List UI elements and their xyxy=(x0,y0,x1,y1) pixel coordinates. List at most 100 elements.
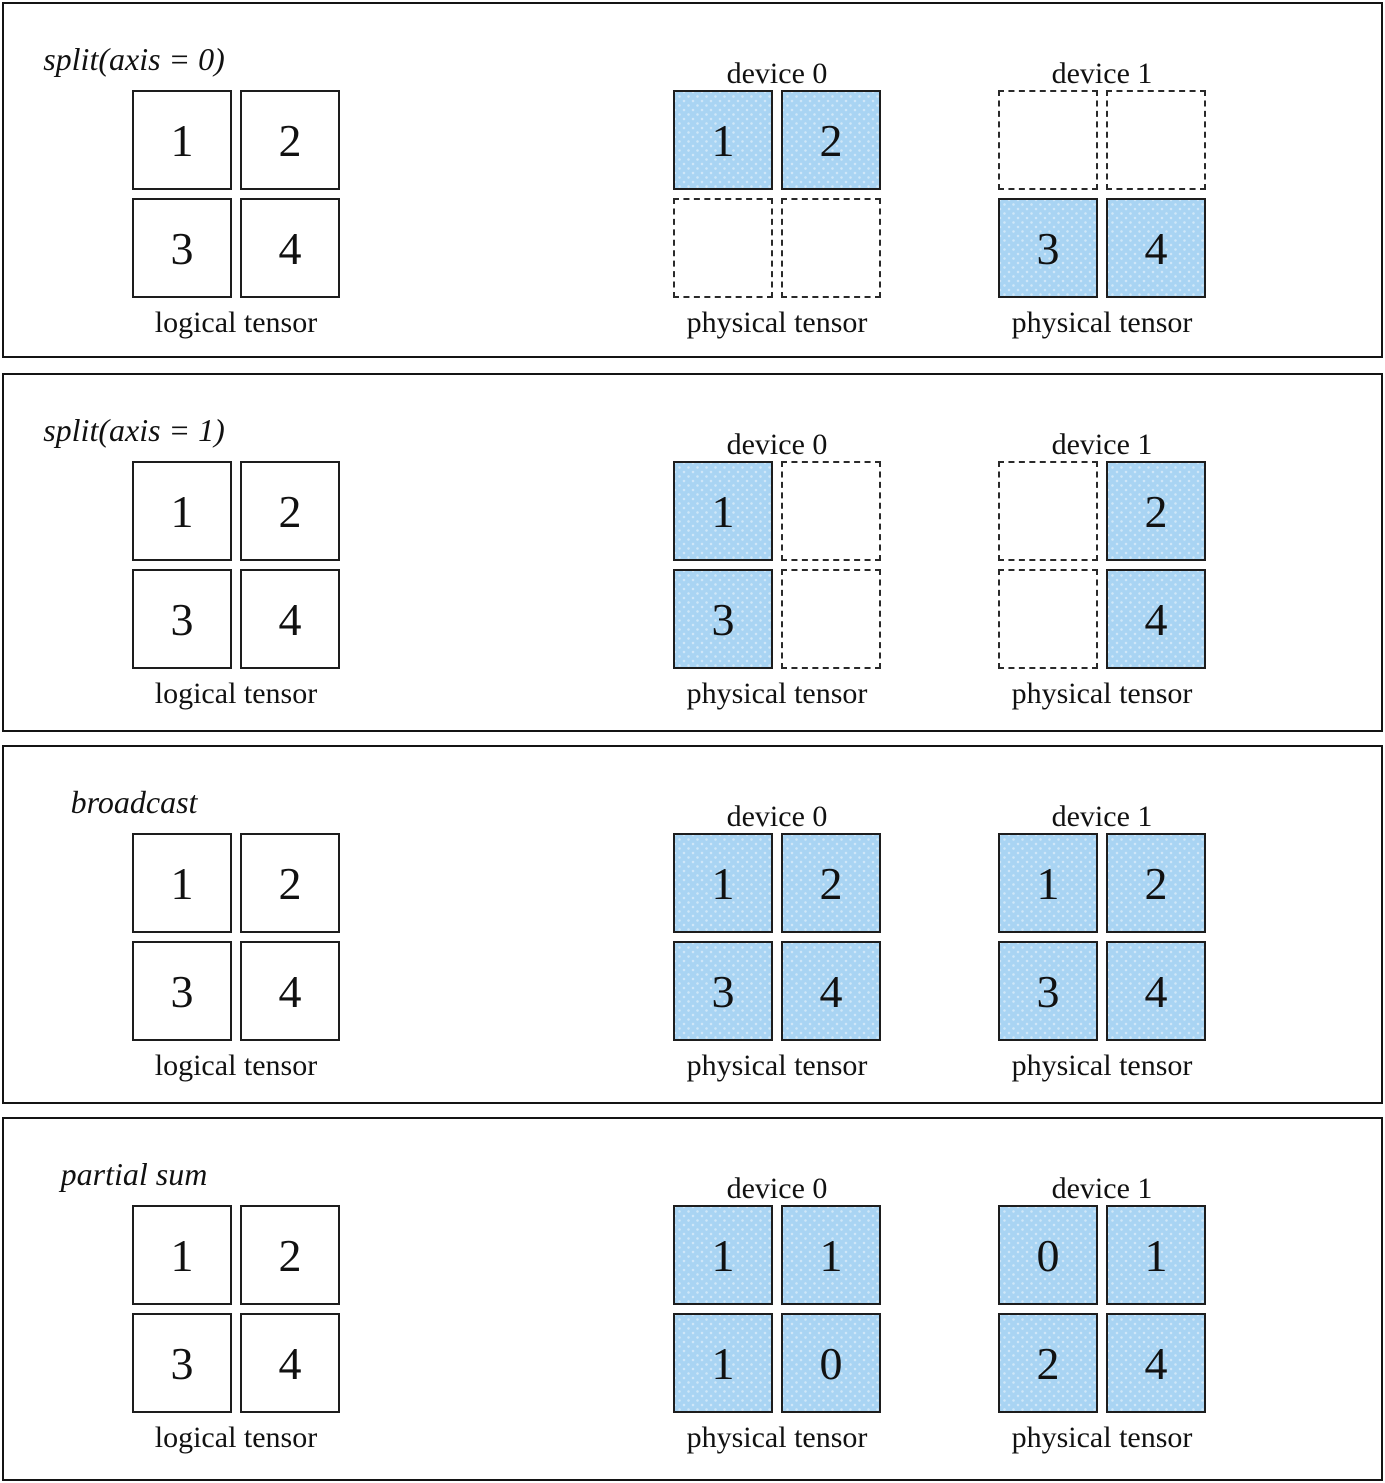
tensor-cell: 1 xyxy=(673,461,773,561)
tensor-grid: 1 2 3 4 xyxy=(132,833,340,1041)
tensor-cell: 1 xyxy=(132,833,232,933)
tensor-cell: 3 xyxy=(132,1313,232,1413)
tensor-cell: 2 xyxy=(240,90,340,190)
device-1-group: device 1 3 4 physical tensor xyxy=(998,48,1206,340)
tensor-caption: logical tensor xyxy=(154,1421,318,1454)
logical-tensor-group: 1 2 3 4 logical tensor xyxy=(132,419,340,711)
tensor-cell: 4 xyxy=(1106,569,1206,669)
tensor-cell: 3 xyxy=(998,198,1098,298)
tensor-cell: 4 xyxy=(240,198,340,298)
tensor-caption: physical tensor xyxy=(1011,677,1193,710)
tensor-cell: 3 xyxy=(132,941,232,1041)
device-1-group: device 1 1 2 3 4 physical tensor xyxy=(998,791,1206,1083)
tensor-cell: 2 xyxy=(781,90,881,190)
device-header: device 1 xyxy=(1051,1172,1153,1205)
device-header: device 0 xyxy=(726,800,828,833)
tensor-cell xyxy=(998,90,1098,190)
tensor-cell: 1 xyxy=(673,1313,773,1413)
tensor-cell: 0 xyxy=(998,1205,1098,1305)
tensor-cell: 1 xyxy=(673,1205,773,1305)
tensor-cell: 2 xyxy=(1106,461,1206,561)
tensor-cell: 1 xyxy=(998,833,1098,933)
tensor-cell: 4 xyxy=(1106,198,1206,298)
panel-split-axis-0: split(axis = 0) 1 2 3 4 logical tensor d… xyxy=(2,2,1383,358)
tensor-grid: 2 4 xyxy=(998,461,1206,669)
tensor-cell: 1 xyxy=(132,461,232,561)
tensor-cell xyxy=(1106,90,1206,190)
tensor-cell: 4 xyxy=(240,941,340,1041)
panel-title: split(axis = 1) xyxy=(43,412,225,448)
tensor-cell: 1 xyxy=(781,1205,881,1305)
tensor-cell: 4 xyxy=(781,941,881,1041)
logical-tensor-group: 1 2 3 4 logical tensor xyxy=(132,1163,340,1455)
panel-title: split(axis = 0) xyxy=(43,41,225,77)
tensor-cell: 4 xyxy=(1106,1313,1206,1413)
tensor-caption: logical tensor xyxy=(154,306,318,339)
panel-partial-sum: partial sum 1 2 3 4 logical tensor devic… xyxy=(2,1117,1383,1481)
tensor-grid: 1 2 3 4 xyxy=(673,833,881,1041)
tensor-cell: 3 xyxy=(132,569,232,669)
tensor-cell: 1 xyxy=(132,90,232,190)
tensor-caption: physical tensor xyxy=(1011,306,1193,339)
logical-tensor-group: 1 2 3 4 logical tensor xyxy=(132,791,340,1083)
device-0-group: device 0 1 2 3 4 physical tensor xyxy=(673,791,881,1083)
device-header: device 1 xyxy=(1051,800,1153,833)
tensor-cell: 1 xyxy=(673,833,773,933)
tensor-cell: 1 xyxy=(1106,1205,1206,1305)
device-header: device 1 xyxy=(1051,57,1153,90)
tensor-cell xyxy=(998,461,1098,561)
tensor-cell xyxy=(673,198,773,298)
device-0-group: device 0 1 1 1 0 physical tensor xyxy=(673,1163,881,1455)
tensor-caption: logical tensor xyxy=(154,1049,318,1082)
tensor-grid: 1 1 1 0 xyxy=(673,1205,881,1413)
device-1-group: device 1 0 1 2 4 physical tensor xyxy=(998,1163,1206,1455)
tensor-grid: 1 3 xyxy=(673,461,881,669)
panel-title: broadcast xyxy=(70,784,198,820)
tensor-cell: 0 xyxy=(781,1313,881,1413)
tensor-cell: 2 xyxy=(240,461,340,561)
group-header-empty xyxy=(132,48,340,90)
tensor-grid: 1 2 xyxy=(673,90,881,298)
tensor-cell: 3 xyxy=(673,569,773,669)
panel-broadcast: broadcast 1 2 3 4 logical tensor device … xyxy=(2,745,1383,1104)
tensor-grid: 1 2 3 4 xyxy=(132,90,340,298)
tensor-cell xyxy=(998,569,1098,669)
tensor-cell: 1 xyxy=(673,90,773,190)
tensor-cell: 3 xyxy=(998,941,1098,1041)
tensor-cell: 4 xyxy=(1106,941,1206,1041)
tensor-cell: 3 xyxy=(132,198,232,298)
device-0-group: device 0 1 3 physical tensor xyxy=(673,419,881,711)
logical-tensor-group: 1 2 3 4 logical tensor xyxy=(132,48,340,340)
group-header-empty xyxy=(132,791,340,833)
device-header: device 0 xyxy=(726,428,828,461)
tensor-grid: 0 1 2 4 xyxy=(998,1205,1206,1413)
group-header-empty xyxy=(132,1163,340,1205)
tensor-caption: physical tensor xyxy=(686,306,868,339)
tensor-cell xyxy=(781,461,881,561)
tensor-cell: 3 xyxy=(673,941,773,1041)
tensor-caption: physical tensor xyxy=(686,1421,868,1454)
device-header: device 0 xyxy=(726,1172,828,1205)
tensor-caption: physical tensor xyxy=(686,1049,868,1082)
group-header-empty xyxy=(132,419,340,461)
tensor-grid: 1 2 3 4 xyxy=(132,461,340,669)
tensor-grid: 1 2 3 4 xyxy=(998,833,1206,1041)
panel-split-axis-1: split(axis = 1) 1 2 3 4 logical tensor d… xyxy=(2,373,1383,732)
device-0-group: device 0 1 2 physical tensor xyxy=(673,48,881,340)
tensor-caption: physical tensor xyxy=(1011,1421,1193,1454)
device-header: device 0 xyxy=(726,57,828,90)
tensor-cell: 4 xyxy=(240,1313,340,1413)
tensor-cell xyxy=(781,198,881,298)
tensor-caption: physical tensor xyxy=(1011,1049,1193,1082)
tensor-cell: 2 xyxy=(1106,833,1206,933)
tensor-cell: 2 xyxy=(240,833,340,933)
tensor-cell: 2 xyxy=(781,833,881,933)
tensor-cell: 1 xyxy=(132,1205,232,1305)
tensor-caption: physical tensor xyxy=(686,677,868,710)
tensor-cell: 2 xyxy=(998,1313,1098,1413)
tensor-caption: logical tensor xyxy=(154,677,318,710)
device-header: device 1 xyxy=(1051,428,1153,461)
tensor-grid: 1 2 3 4 xyxy=(132,1205,340,1413)
tensor-grid: 3 4 xyxy=(998,90,1206,298)
